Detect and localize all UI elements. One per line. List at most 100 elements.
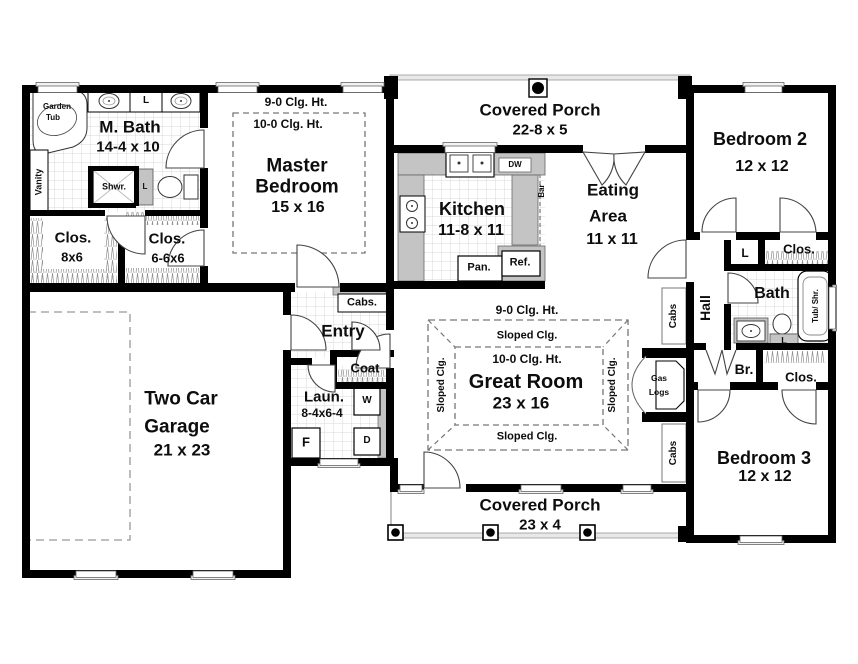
label-porch-bottom-dim: 23 x 4 <box>519 516 561 534</box>
label-cabs-top: Cabs <box>668 303 679 329</box>
label-clos1-name: Clos. <box>54 229 92 247</box>
mbath-fixtures <box>29 89 201 215</box>
label-gr-sloped-bottom: Sloped Clg. <box>496 430 558 443</box>
label-master-dim: 15 x 16 <box>271 199 325 216</box>
dishwasher-icon <box>498 157 532 173</box>
label-dishwasher: DW <box>508 160 522 169</box>
label-clos4: Clos. <box>785 369 817 385</box>
door-swing-icon <box>647 239 687 279</box>
window-icon <box>340 82 385 93</box>
label-eating-2: Area <box>589 206 627 226</box>
label-kitchen-dim: 11-8 x 11 <box>438 222 504 239</box>
label-porch-top-dim: 22-8 x 5 <box>512 121 568 139</box>
label-gas-1: Gas <box>650 372 668 383</box>
dryer-icon <box>353 427 381 456</box>
label-clos2-name: Clos. <box>148 230 186 248</box>
windows <box>35 82 837 580</box>
label-gr-clg10: 10-0 Clg. Ht. <box>492 352 562 366</box>
door-swing-icon <box>165 129 205 169</box>
label-clos3: Clos. <box>783 241 815 257</box>
dashed-annotations <box>27 112 629 541</box>
freezer-icon <box>291 427 321 459</box>
label-dryer: D <box>363 435 371 446</box>
window-icon <box>215 82 260 93</box>
label-garage-dim: 21 x 23 <box>153 440 211 460</box>
window-icon <box>73 570 119 580</box>
toilet-tank <box>183 174 199 200</box>
window-icon <box>742 82 785 93</box>
label-eating-dim: 11 x 11 <box>586 231 638 248</box>
label-pantry: Pan. <box>467 261 491 274</box>
window-icon <box>828 284 837 332</box>
label-closet-linen: L <box>741 246 749 260</box>
label-master-1: Master <box>266 155 328 177</box>
door-swing-icon <box>781 389 817 425</box>
toilet-icon <box>772 313 792 335</box>
label-cabs-bottom: Cabs <box>668 440 679 466</box>
label-master-2: Bedroom <box>255 176 339 198</box>
label-tub-shower: Tub/ Shr. <box>811 289 820 323</box>
sink-icon <box>170 93 192 109</box>
label-linen-shower: L <box>142 182 148 191</box>
label-clos1-dim: 8x6 <box>61 249 83 265</box>
label-garage-1: Two Car <box>144 388 218 410</box>
front-door-swing-icon <box>423 451 461 489</box>
window-icon <box>442 142 498 153</box>
label-garage-2: Garage <box>144 416 210 438</box>
window-icon <box>317 458 361 468</box>
toilet-icon <box>157 176 183 198</box>
label-gr-dim: 23 x 16 <box>492 393 550 413</box>
label-clos2-dim: 6-6x6 <box>151 250 185 266</box>
label-gr-clg9: 9-0 Clg. Ht. <box>495 303 559 317</box>
label-washer: W <box>362 395 372 406</box>
window-icon <box>397 484 425 494</box>
label-gr-name: Great Room <box>468 371 584 393</box>
label-bedroom2-dim: 12 x 12 <box>735 158 789 175</box>
label-freezer: F <box>302 434 310 450</box>
bath2-fixtures <box>733 270 833 348</box>
label-shower: Shwr. <box>101 181 127 192</box>
window-icon <box>620 484 654 494</box>
label-refrigerator: Ref. <box>509 256 531 269</box>
doors <box>106 129 817 489</box>
label-gr-sloped-top: Sloped Clg. <box>496 329 558 342</box>
label-hall: Hall <box>697 295 713 321</box>
label-bedroom2-name: Bedroom 2 <box>712 129 808 149</box>
label-mbath-dim: 14-4 x 10 <box>96 138 160 156</box>
door-swing-icon <box>307 364 336 393</box>
label-porch-bottom-name: Covered Porch <box>479 495 601 515</box>
door-swing-icon <box>290 314 327 351</box>
label-bath2: Bath <box>754 285 790 302</box>
label-gr-sloped-right: Sloped Clg. <box>607 357 618 413</box>
door-swing-icon <box>351 321 381 351</box>
sink-icon <box>98 93 120 109</box>
label-mbath-name: M. Bath <box>99 117 161 137</box>
label-gr-sloped-left: Sloped Clg. <box>436 357 447 413</box>
label-kitchen-name: Kitchen <box>438 199 506 219</box>
label-gas-2: Logs <box>648 386 670 397</box>
range-icon <box>399 195 426 233</box>
window-icon <box>518 484 564 494</box>
label-eating-1: Eating <box>587 180 639 200</box>
label-bedroom3-name: Bedroom 3 <box>716 448 812 468</box>
bifold-door-icon <box>705 349 737 376</box>
label-master-clg10: 10-0 Clg. Ht. <box>253 117 323 131</box>
door-swing-icon <box>106 215 146 255</box>
label-laundry-name: Laun. <box>304 388 344 406</box>
porch-columns <box>387 78 596 541</box>
label-bedroom3-dim: 12 x 12 <box>738 468 792 485</box>
door-swing-icon <box>779 197 817 233</box>
sink-icon <box>741 324 761 338</box>
fireplace-gas-logs <box>631 348 694 422</box>
window-icon <box>190 570 236 580</box>
label-vanity: Vanity <box>33 168 44 196</box>
label-bar: Bar <box>537 184 546 198</box>
label-garden-tub-2: Tub <box>45 113 61 122</box>
door-swing-icon <box>701 197 737 233</box>
label-entry: Entry <box>321 321 365 341</box>
pantry-icon <box>457 255 503 282</box>
french-door-icon <box>613 151 646 186</box>
door-swing-icon <box>296 244 340 288</box>
